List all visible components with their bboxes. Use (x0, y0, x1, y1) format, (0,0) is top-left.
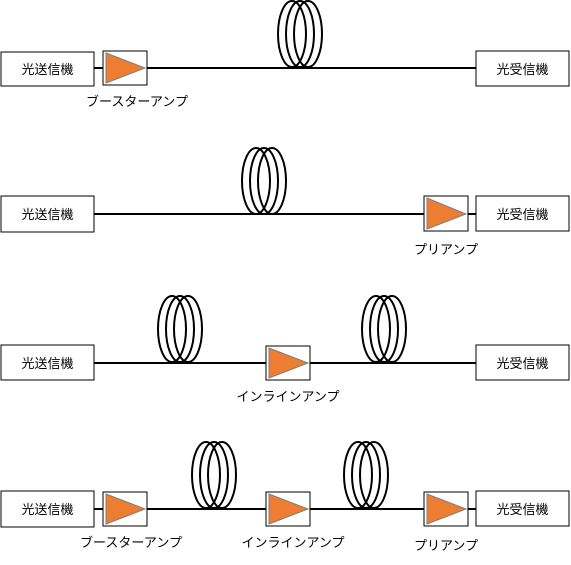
fiber-coil-icon (343, 441, 389, 509)
fiber-coil-icon (277, 0, 323, 68)
amplifier-label: プリアンプ (414, 539, 478, 554)
triangle-amplifier-icon (105, 493, 147, 525)
amplifier-label: ブースターアンプ (86, 94, 188, 110)
fiber-coil-icon (361, 295, 407, 363)
receiver-box: 光受信機 (475, 344, 570, 381)
pre-amplifier (423, 195, 469, 232)
fiber-coil-icon (191, 441, 237, 509)
triangle-amplifier-icon (268, 493, 310, 525)
triangle-amplifier-icon (268, 347, 310, 379)
triangle-amplifier-icon (426, 197, 468, 230)
receiver-label: 光受信機 (496, 63, 548, 78)
fiber-coil-icon (157, 295, 203, 363)
pre-amplifier (423, 491, 469, 527)
row-3: 光送信機 インラインアンプ 光受信機 (0, 295, 570, 405)
amplifier-label: インラインアンプ (236, 390, 339, 405)
row-2: 光送信機 プリアンプ 光受信機 (0, 147, 570, 258)
transmitter-box: 光送信機 (0, 195, 95, 233)
row-4: 光送信機 ブースターアンプ インラインアンプ プリアンプ 光受信機 (0, 441, 570, 554)
transmitter-label: 光送信機 (21, 208, 73, 223)
transmitter-label: 光送信機 (21, 357, 73, 372)
fiber-coil-icon (241, 147, 287, 215)
amplifier-label: ブースターアンプ (80, 535, 182, 551)
triangle-amplifier-icon (105, 52, 147, 84)
amplifier-label: プリアンプ (414, 243, 478, 258)
row-1: 光送信機 ブースターアンプ 光受信機 (0, 0, 570, 110)
triangle-amplifier-icon (426, 493, 468, 525)
transmitter-label: 光送信機 (21, 63, 73, 78)
receiver-box: 光受信機 (475, 490, 570, 527)
receiver-label: 光受信機 (496, 357, 548, 372)
receiver-label: 光受信機 (496, 208, 548, 223)
receiver-box: 光受信機 (475, 195, 570, 232)
transmitter-label: 光送信機 (21, 503, 73, 518)
inline-amplifier (265, 491, 311, 527)
transmitter-box: 光送信機 (0, 344, 95, 381)
receiver-box: 光受信機 (475, 50, 570, 87)
booster-amplifier (102, 491, 148, 527)
receiver-label: 光受信機 (496, 503, 548, 518)
amplifier-label: インラインアンプ (241, 536, 344, 551)
booster-amplifier (102, 50, 148, 86)
transmitter-box: 光送信機 (0, 51, 95, 87)
transmitter-box: 光送信機 (0, 490, 95, 528)
inline-amplifier (265, 345, 311, 381)
